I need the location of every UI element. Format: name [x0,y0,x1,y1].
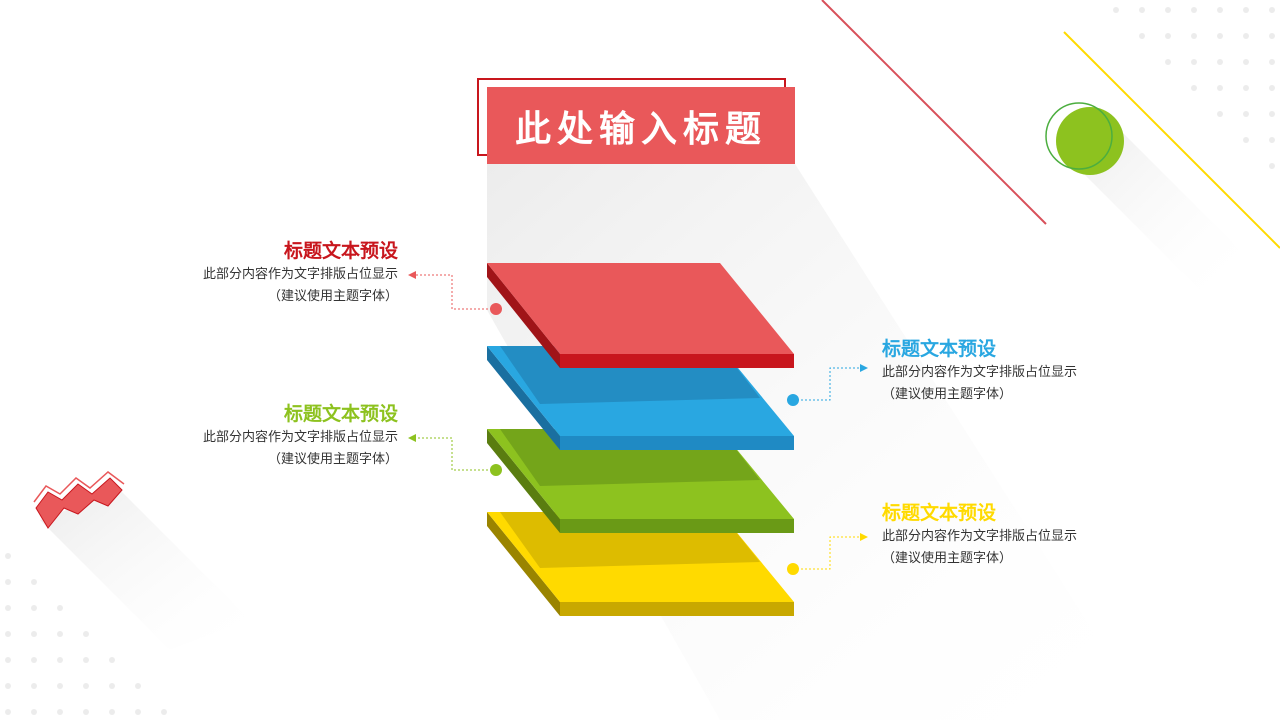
green-circle-outline [1045,102,1113,170]
dot-grid-top-right [1113,7,1275,169]
zigzag-shadow [40,490,250,650]
label-green-desc-2: （建议使用主题字体） [267,452,398,467]
label-yellow-desc-1: 此部分内容作为文字排版占位显示 [882,529,1078,544]
yellow-connector [787,533,868,575]
yellow-diagonal-line [1063,31,1280,249]
zigzag-shape [35,477,123,529]
label-blue-desc-2: （建议使用主题字体） [882,387,1013,402]
label-yellow-desc-2: （建议使用主题字体） [882,551,1013,566]
red-layer [487,263,794,368]
page-title: 此处输入标题 [514,108,767,150]
label-red-title: 标题文本预设 [283,240,398,262]
label-yellow: 标题文本预设 此部分内容作为文字排版占位显示 （建议使用主题字体） [882,500,1122,570]
zigzag-outline [33,471,125,503]
label-blue-desc-1: 此部分内容作为文字排版占位显示 [882,365,1078,380]
label-blue: 标题文本预设 此部分内容作为文字排版占位显示 （建议使用主题字体） [882,336,1122,406]
label-yellow-title: 标题文本预设 [882,502,997,524]
red-diagonal-line [821,0,1047,225]
dot-grid-bottom-left [5,553,167,715]
label-red-desc-2: （建议使用主题字体） [267,289,398,304]
label-green-title: 标题文本预设 [283,403,398,425]
title-box: 此处输入标题 [487,87,795,164]
label-blue-title: 标题文本预设 [882,338,997,360]
label-red: 标题文本预设 此部分内容作为文字排版占位显示 （建议使用主题字体） [158,238,398,308]
label-green-desc-1: 此部分内容作为文字排版占位显示 [202,430,398,445]
green-circle-filled [1056,107,1124,175]
blue-connector [787,364,868,406]
green-connector [408,434,502,476]
label-red-desc-1: 此部分内容作为文字排版占位显示 [202,267,398,282]
red-connector [408,271,502,315]
label-green: 标题文本预设 此部分内容作为文字排版占位显示 （建议使用主题字体） [158,401,398,471]
